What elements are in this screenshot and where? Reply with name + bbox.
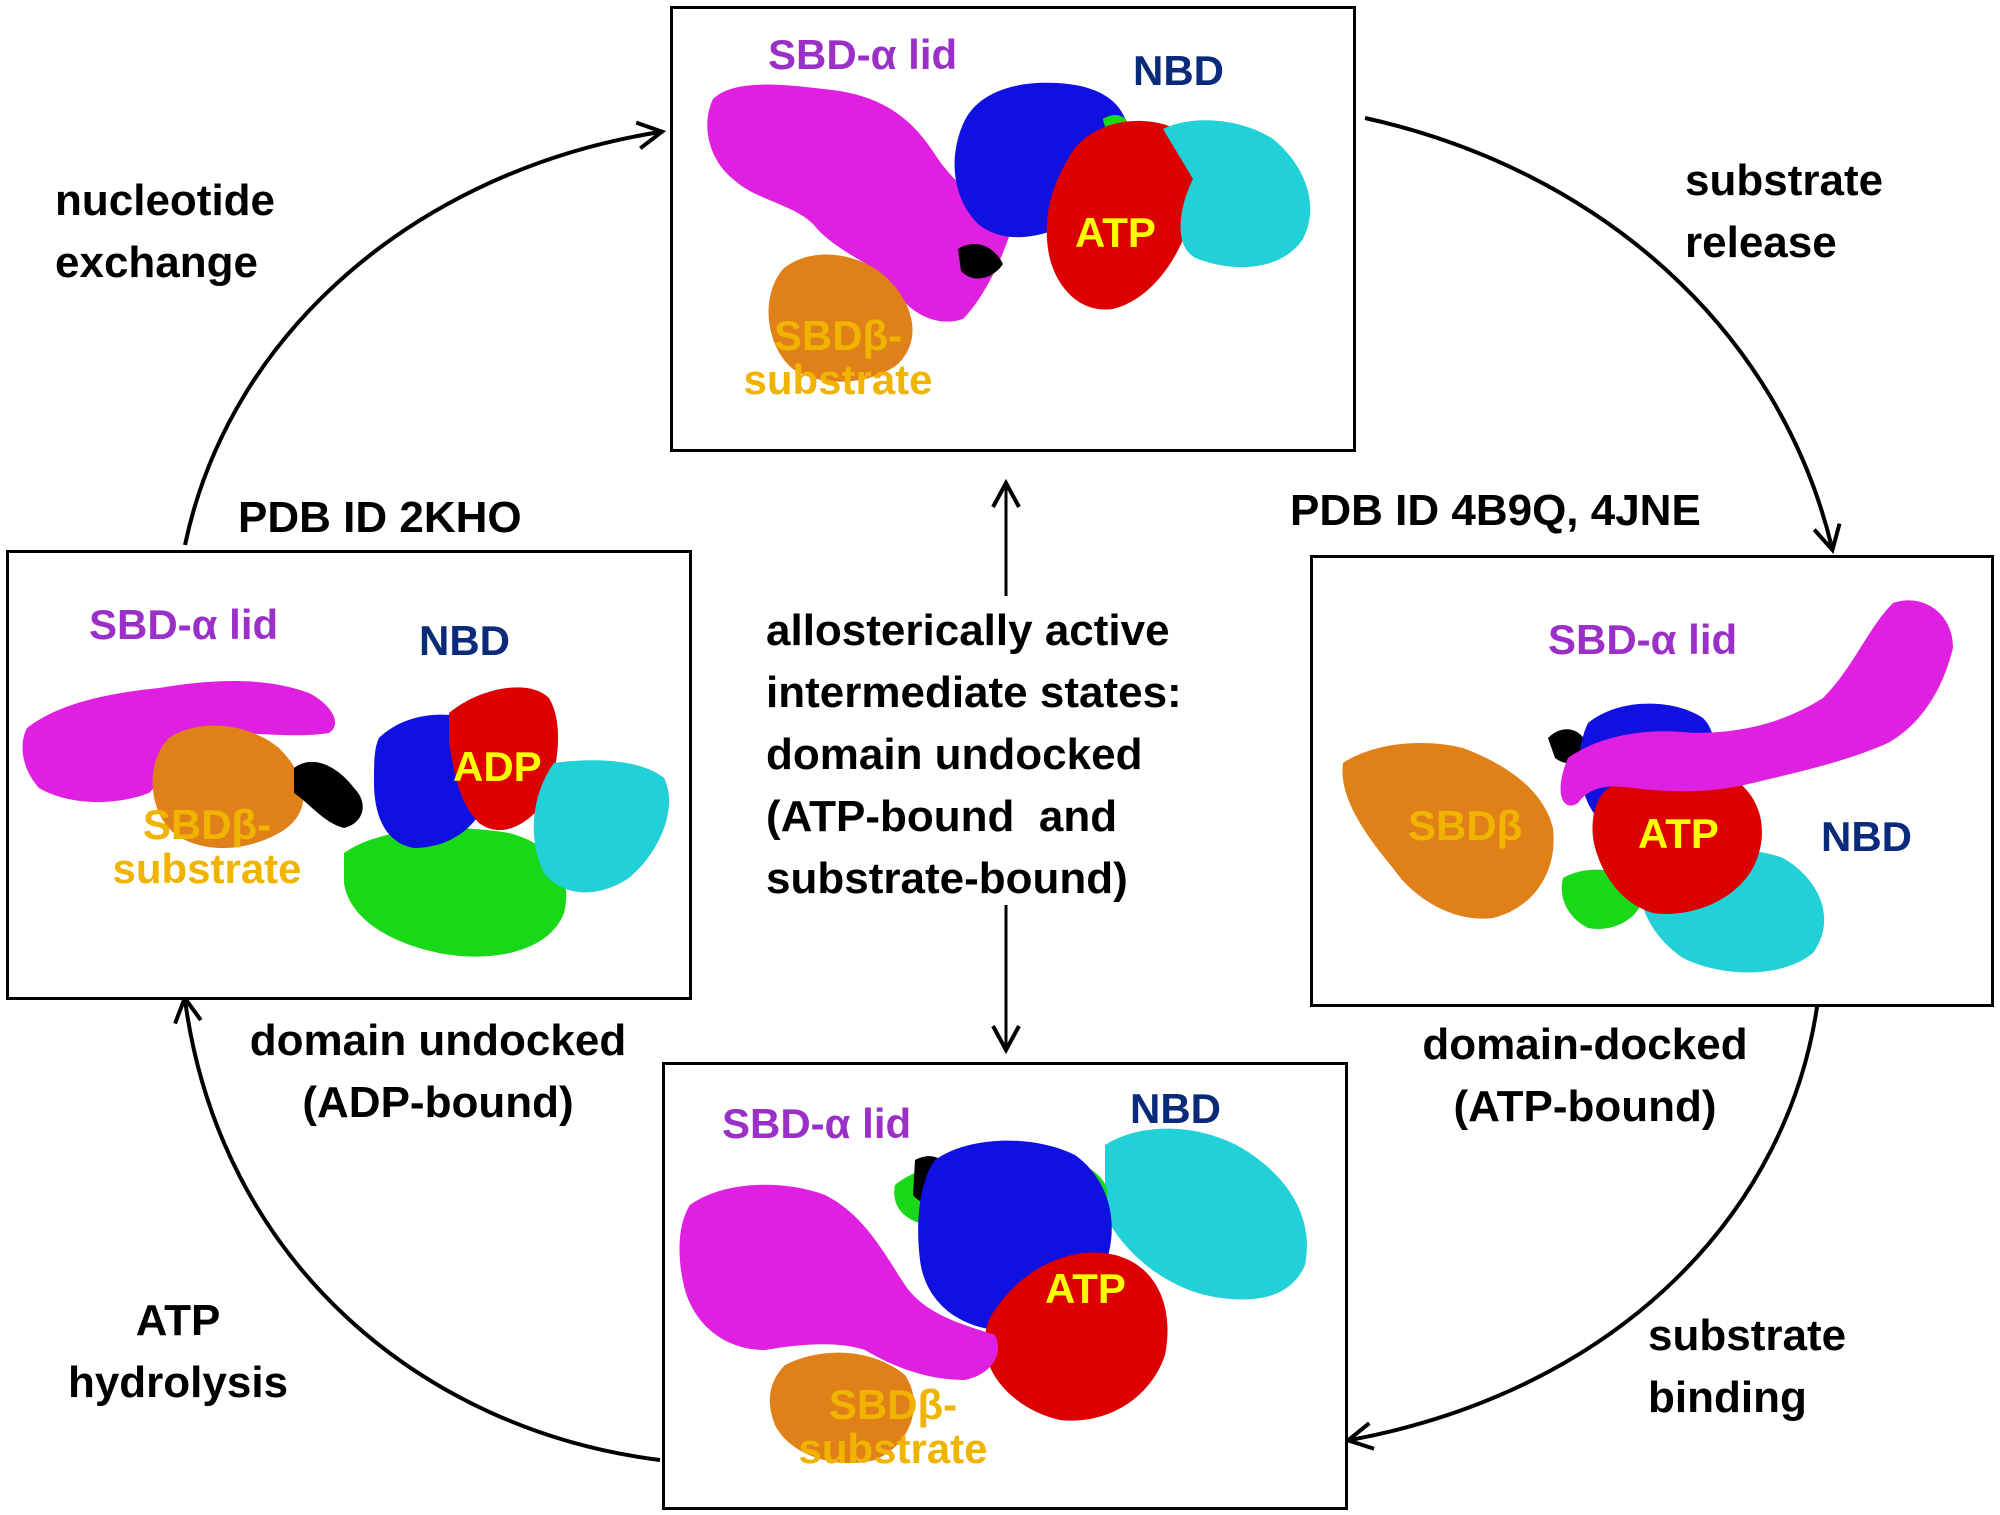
right-pdb-label: PDB ID 4B9Q, 4JNE [1290,486,1701,535]
right-protein-structure [1342,600,1953,973]
left-state-caption: domain undocked (ADP-bound) [218,1010,658,1134]
sbd-beta-surface [769,1352,914,1464]
left-panel: SBD-α lid NBD ADP SBDβ- substrate [6,550,692,1000]
step-nucleotide-exchange: nucleotide exchange [55,170,275,294]
top-sbd-beta-line1: SBDβ- [773,312,903,359]
top-sbd-lid-label: SBD-α lid [768,31,958,78]
bottom-panel: SBD-α lid NBD ATP SBDβ- substrate [662,1062,1348,1510]
bottom-nbd-label: NBD [1130,1085,1221,1132]
right-sbd-lid-label: SBD-α lid [1548,616,1738,663]
cyan-surface [533,760,670,893]
center-intermediate-states-text: allosterically active intermediate state… [766,600,1182,910]
left-sbd-beta-label: SBDβ- substrate [77,801,337,893]
step-substrate-binding-line1: substrate [1648,1311,1847,1360]
center-line-4: (ATP-bound and [766,792,1118,841]
left-nucleotide-label: ADP [453,743,542,790]
top-nucleotide-label: ATP [1075,209,1156,256]
nucleotide-red-surface [1592,768,1762,914]
sbd-beta-surface [152,725,304,848]
step-substrate-release-line2: release [1685,218,1837,267]
top-panel: SBD-α lid NBD ATP SBDβ- substrate [670,6,1356,452]
left-sbd-beta-line1: SBDβ- [142,801,272,848]
bottom-sbd-beta-line1: SBDβ- [828,1381,958,1428]
step-atp-hydrolysis-line2: hydrolysis [67,1358,289,1407]
sbd-beta-surface [768,254,913,382]
linker [294,761,363,828]
green-surface [344,828,567,957]
right-sbd-beta-label: SBDβ [1408,802,1523,849]
sbd-lid-surface [707,84,1013,322]
right-panel: SBD-α lid NBD ATP SBDβ [1310,555,1994,1007]
sbd-lid-surface [1560,600,1953,806]
left-sbd-beta-line2: substrate [112,845,302,893]
arc-substrate-binding [1350,999,1820,1440]
cyan-surface [1105,1128,1307,1300]
bottom-protein-structure [679,1128,1307,1464]
bottom-sbd-beta-line2: substrate [798,1425,988,1473]
right-nucleotide-label: ATP [1638,810,1719,857]
step-atp-hydrolysis: ATP hydrolysis [48,1290,308,1414]
cyan-surface [1163,120,1311,268]
top-sbd-beta-label: SBDβ- substrate [718,312,958,404]
bottom-sbd-beta-label: SBDβ- substrate [763,1381,1023,1473]
right-nbd-label: NBD [1821,813,1912,860]
arc-nucleotide-exchange [183,132,660,546]
left-pdb-label: PDB ID 2KHO [238,493,522,542]
right-state-line1: domain-docked [1422,1020,1748,1069]
step-substrate-release-line1: substrate [1685,156,1884,205]
right-state-line2: (ATP-bound) [1453,1082,1717,1131]
left-sbd-lid-label: SBD-α lid [89,601,279,648]
step-nucleotide-exchange-line1: nucleotide [55,176,276,225]
linker [958,244,1003,279]
step-atp-hydrolysis-line1: ATP [135,1296,221,1345]
sbd-beta-surface [1342,743,1554,919]
step-substrate-binding: substrate binding [1648,1305,1846,1429]
right-state-caption: domain-docked (ATP-bound) [1375,1014,1795,1138]
top-protein-structure [707,82,1311,382]
center-line-2: intermediate states: [766,668,1182,717]
bottom-sbd-lid-label: SBD-α lid [722,1100,912,1147]
step-nucleotide-exchange-line2: exchange [55,238,258,287]
left-state-line2: (ADP-bound) [302,1078,574,1127]
nucleotide-red-surface [985,1252,1168,1421]
nucleotide-red-surface [449,687,559,831]
bottom-nucleotide-label: ATP [1045,1265,1126,1312]
left-protein-structure [22,681,670,957]
left-nbd-label: NBD [419,617,510,664]
top-sbd-beta-line2: substrate [743,356,933,404]
arc-substrate-release [1364,116,1832,548]
top-nbd-label: NBD [1133,47,1224,94]
center-line-3: domain undocked [766,730,1143,779]
center-line-1: allosterically active [766,606,1170,655]
sbd-lid-surface [679,1184,999,1380]
arc-atp-hydrolysis [185,1000,661,1462]
step-substrate-binding-line2: binding [1648,1373,1807,1422]
center-line-5: substrate-bound) [766,854,1128,903]
nucleotide-red-surface [1046,120,1198,310]
left-state-line1: domain undocked [249,1016,627,1065]
step-substrate-release: substrate release [1685,150,1883,274]
